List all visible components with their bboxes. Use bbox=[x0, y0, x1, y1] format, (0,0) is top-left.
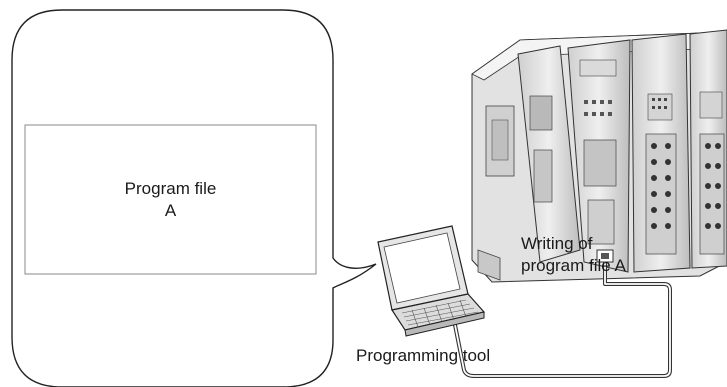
program-file-box bbox=[24, 124, 317, 275]
laptop-screen bbox=[383, 232, 461, 304]
writing-label-line1: Writing of bbox=[521, 234, 593, 253]
plc-io-module-2 bbox=[689, 29, 727, 269]
laptop-keyboard bbox=[401, 299, 479, 328]
writing-label: Writing of program file A bbox=[521, 233, 626, 277]
laptop-illustration bbox=[377, 225, 486, 337]
plc-power-supply-module bbox=[517, 45, 581, 263]
program-file-label-line2: A bbox=[164, 201, 177, 220]
writing-label-line2: program file A bbox=[521, 256, 626, 275]
plc-io-module-1 bbox=[631, 33, 691, 273]
programming-tool-label: Programming tool bbox=[356, 346, 491, 365]
plc-system-illustration bbox=[471, 29, 727, 283]
program-file-label: Program file A bbox=[25, 178, 316, 222]
program-file-label-line1: Program file bbox=[124, 179, 217, 198]
plc-cpu-module bbox=[567, 39, 631, 273]
